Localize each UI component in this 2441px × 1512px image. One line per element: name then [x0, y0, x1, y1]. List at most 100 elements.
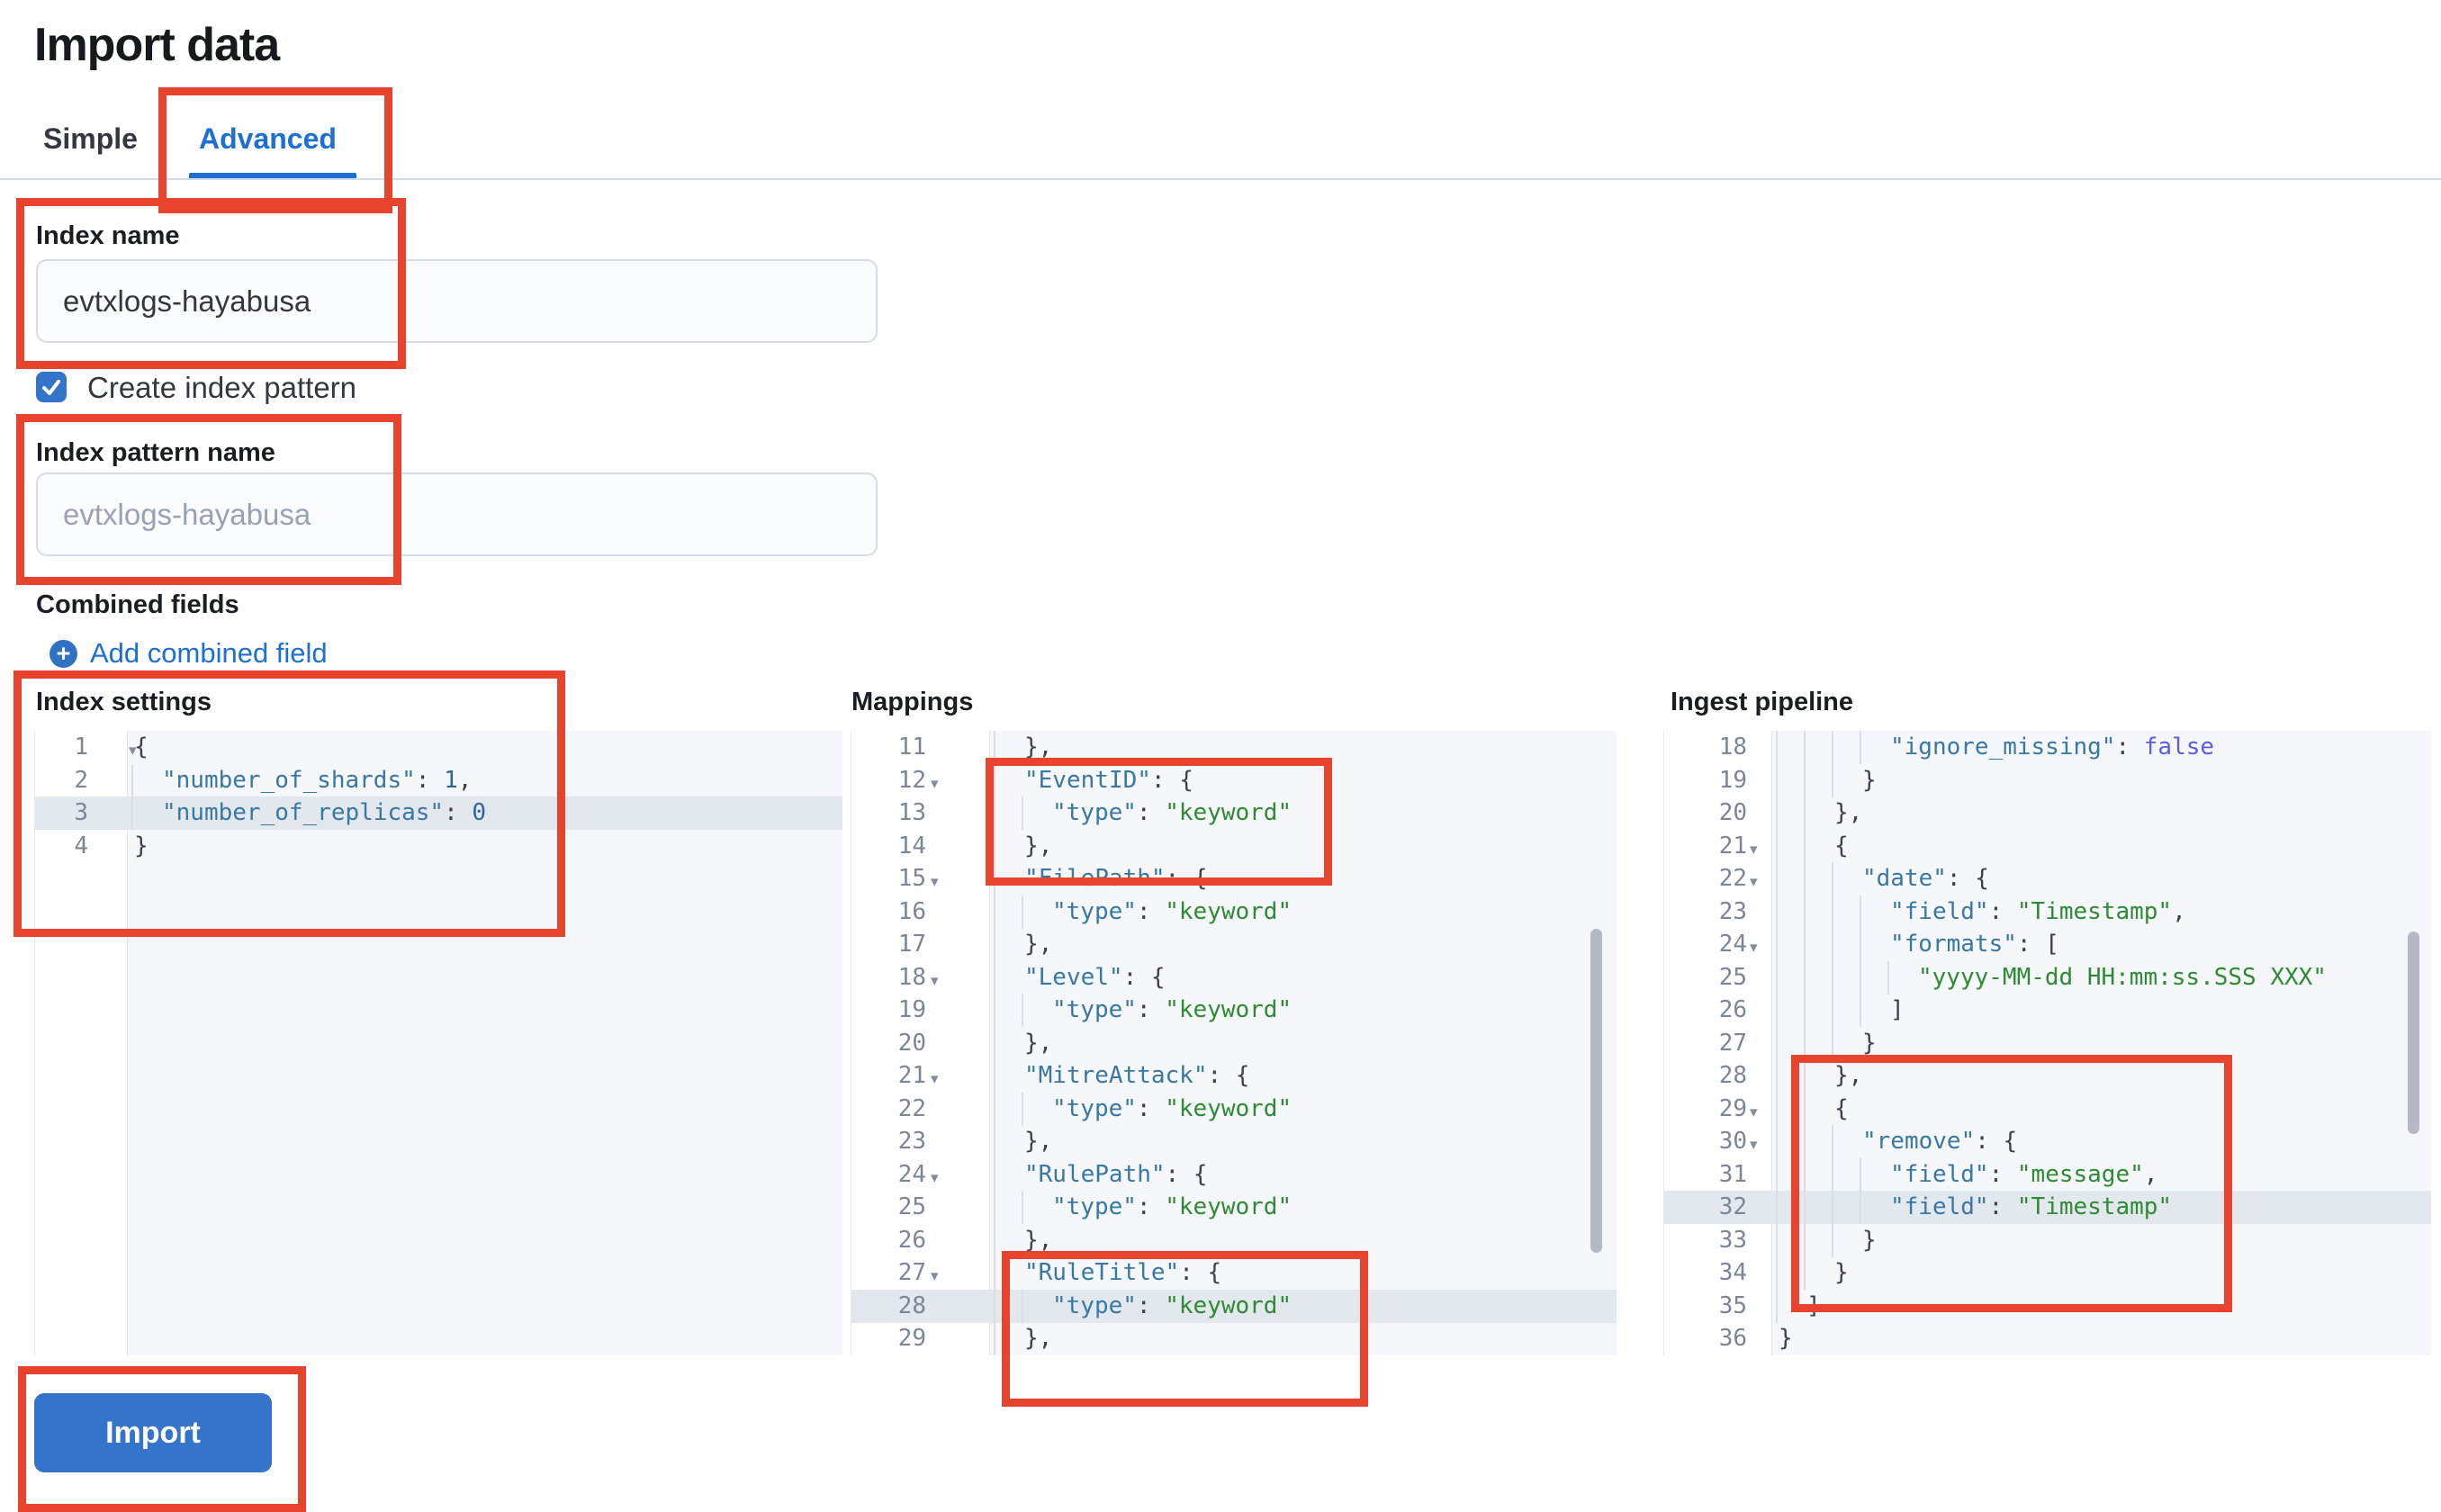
indent-guide [994, 994, 995, 1027]
indent-guide [131, 763, 133, 797]
create-index-pattern-label: Create index pattern [87, 371, 357, 404]
code-line[interactable]: 30▾"remove": { [1664, 1125, 2431, 1158]
line-number: 2 [74, 766, 88, 794]
code-line[interactable]: 24▾"RulePath": { [851, 1157, 1617, 1192]
code-line[interactable]: 2"number_of_shards": 1, [35, 763, 842, 797]
code-line[interactable]: 21▾"MitreAttack": { [851, 1059, 1617, 1093]
ingest-pipeline-editor-scrollbar[interactable] [2408, 932, 2419, 1134]
code-line[interactable]: 27} [1664, 1026, 2431, 1060]
code-line[interactable]: 27▾"RuleTitle": { [851, 1256, 1617, 1290]
fold-arrow-icon[interactable]: ▾ [1750, 1136, 1758, 1153]
code-line[interactable]: 28}, [1664, 1059, 2431, 1093]
code-line[interactable]: 19} [1664, 763, 2431, 797]
code-line[interactable]: 23"field": "Timestamp", [1664, 895, 2431, 929]
indent-guide [994, 1289, 995, 1323]
code-line[interactable]: 17}, [851, 928, 1617, 961]
fold-arrow-icon[interactable]: ▾ [129, 742, 137, 759]
indent-guide [1804, 731, 1806, 764]
code-line[interactable]: 31"field": "message", [1664, 1157, 2431, 1192]
code-line[interactable]: 34} [1664, 1256, 2431, 1290]
indent-guide [1022, 796, 1023, 830]
add-combined-field-link[interactable]: + Add combined field [50, 637, 328, 670]
code-line[interactable]: 19"type": "keyword" [851, 994, 1617, 1027]
code-line[interactable]: 23}, [851, 1125, 1617, 1158]
create-index-pattern-checkbox[interactable] [36, 372, 67, 402]
code-line[interactable]: 24▾"formats": [ [1664, 928, 2431, 961]
code-line[interactable]: 28 "type": "keyword" [851, 1289, 1617, 1323]
index-settings-editor[interactable]: 1▾{2"number_of_shards": 1,3"number_of_re… [34, 731, 842, 1355]
mappings-editor[interactable]: 11},12▾"EventID": {13"type": "keyword"14… [851, 731, 1617, 1355]
code-line[interactable]: 35] [1664, 1289, 2431, 1323]
indent-guide [1804, 1125, 1806, 1158]
fold-arrow-icon[interactable]: ▾ [931, 1168, 939, 1186]
fold-arrow-icon[interactable]: ▾ [931, 971, 939, 989]
indent-guide [1804, 1223, 1806, 1257]
code-line[interactable]: 29}, [851, 1322, 1617, 1355]
code-text: }, [1024, 1325, 1053, 1352]
fold-arrow-icon[interactable]: ▾ [931, 1267, 939, 1284]
code-line[interactable]: 20}, [1664, 796, 2431, 830]
fold-arrow-icon[interactable]: ▾ [931, 774, 939, 792]
indent-guide [1832, 862, 1833, 896]
code-line[interactable]: 14}, [851, 829, 1617, 863]
line-number: 26 [1718, 996, 1747, 1023]
fold-arrow-icon[interactable]: ▾ [931, 873, 939, 890]
index-name-input[interactable]: evtxlogs-hayabusa [36, 259, 878, 343]
line-number: 19 [897, 996, 926, 1023]
code-line[interactable]: 32"field": "Timestamp" [1664, 1191, 2431, 1224]
fold-arrow-icon[interactable]: ▾ [1750, 840, 1758, 858]
code-line[interactable]: 25"type": "keyword" [851, 1191, 1617, 1224]
code-line[interactable]: 16 "type": "keyword" [851, 895, 1617, 929]
code-line[interactable]: 11}, [851, 731, 1617, 764]
code-line[interactable]: 22"type": "keyword" [851, 1092, 1617, 1126]
indent-guide [1832, 895, 1833, 929]
indent-guide [1832, 1026, 1833, 1060]
code-line[interactable]: 18"ignore_missing": false [1664, 731, 2431, 764]
fold-arrow-icon[interactable]: ▾ [931, 1070, 939, 1087]
code-text: "type": "keyword" [1052, 1193, 1293, 1220]
code-line[interactable]: 1▾{ [35, 731, 842, 764]
mappings-editor-scrollbar[interactable] [1590, 929, 1602, 1253]
code-line[interactable]: 20}, [851, 1026, 1617, 1060]
indent-guide [1804, 960, 1806, 994]
line-number: 28 [897, 1292, 926, 1319]
code-line[interactable]: 33} [1664, 1223, 2431, 1257]
indent-guide [994, 895, 995, 929]
fold-arrow-icon[interactable]: ▾ [1750, 939, 1758, 956]
indent-guide [131, 796, 133, 830]
indent-guide [1860, 731, 1861, 764]
index-pattern-name-input[interactable]: evtxlogs-hayabusa [36, 472, 878, 556]
line-number: 16 [897, 897, 926, 925]
code-line[interactable]: 12▾"EventID": { [851, 763, 1617, 797]
indent-guide [1776, 1026, 1778, 1060]
code-text: "type": "keyword" [1052, 1292, 1293, 1319]
code-line[interactable]: 3"number_of_replicas": 0 [35, 796, 842, 830]
plus-icon: + [50, 639, 77, 668]
fold-arrow-icon[interactable]: ▾ [1750, 1102, 1758, 1120]
code-line[interactable]: 18▾"Level": { [851, 960, 1617, 994]
tab-advanced[interactable]: Advanced [199, 122, 337, 155]
line-number: 22 [1718, 865, 1747, 892]
code-line[interactable]: 13"type": "keyword" [851, 796, 1617, 830]
code-line[interactable]: 29▾{ [1664, 1092, 2431, 1126]
code-text: { [1834, 832, 1849, 860]
indent-guide [994, 1256, 995, 1290]
code-line[interactable]: 26}, [851, 1223, 1617, 1257]
tab-simple[interactable]: Simple [43, 122, 138, 155]
fold-arrow-icon[interactable]: ▾ [1750, 873, 1758, 890]
indent-guide [994, 1191, 995, 1224]
code-line[interactable]: 15▾"FilePath": { [851, 862, 1617, 896]
code-line[interactable]: 36} [1664, 1322, 2431, 1355]
indent-guide [994, 1322, 995, 1355]
code-text: "type": "keyword" [1052, 897, 1293, 925]
code-line[interactable]: 21▾{ [1664, 829, 2431, 863]
code-text: "RuleTitle": { [1024, 1259, 1222, 1286]
code-line[interactable]: 4} [35, 830, 842, 863]
code-line[interactable]: 26] [1664, 994, 2431, 1027]
indent-guide [1776, 1289, 1778, 1323]
indent-guide [1804, 796, 1806, 830]
import-button[interactable]: Import [34, 1393, 272, 1472]
code-line[interactable]: 25"yyyy-MM-dd HH:mm:ss.SSS XXX" [1664, 960, 2431, 994]
code-line[interactable]: 22▾"date": { [1664, 862, 2431, 896]
